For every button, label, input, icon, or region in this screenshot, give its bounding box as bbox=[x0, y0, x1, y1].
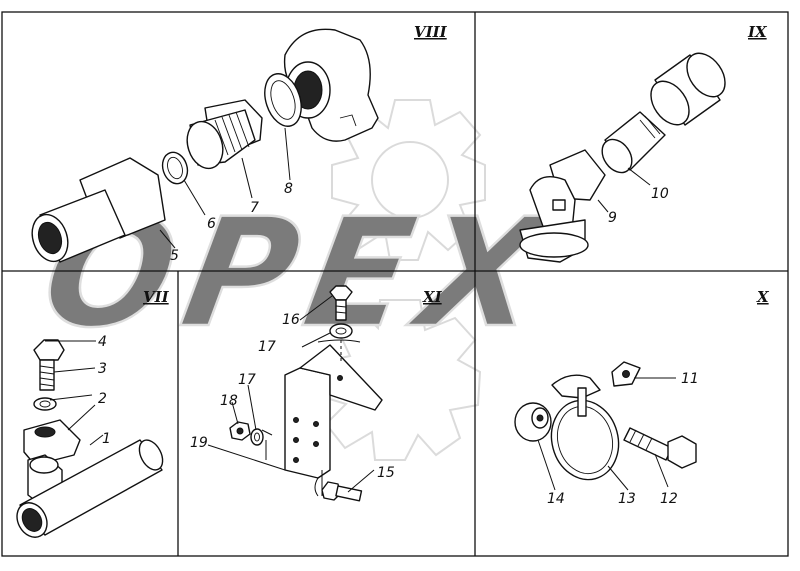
part-13-hose-clamp bbox=[550, 374, 620, 481]
part-3-washer bbox=[33, 397, 57, 411]
part-5-sleeve bbox=[31, 157, 166, 263]
callout-17-top: 17 bbox=[258, 339, 276, 355]
section-label-ix: IX bbox=[747, 23, 768, 41]
callout-15: 15 bbox=[377, 465, 395, 481]
section-label-vii: VII bbox=[143, 288, 170, 306]
assembly-leaders-xi bbox=[261, 339, 361, 497]
callout-4: 4 bbox=[98, 334, 107, 350]
part-6-ring bbox=[161, 151, 189, 185]
callout-16: 16 bbox=[282, 312, 300, 328]
part-8-housing bbox=[283, 28, 379, 142]
part-19-bracket bbox=[284, 344, 383, 479]
callout-17-side: 17 bbox=[238, 372, 256, 388]
callout-8: 8 bbox=[284, 181, 293, 197]
section-frame bbox=[1, 11, 789, 557]
section-label-xi: XI bbox=[422, 288, 443, 306]
callout-7: 7 bbox=[250, 200, 259, 216]
callout-5: 5 bbox=[170, 248, 179, 264]
callout-13: 13 bbox=[618, 491, 636, 507]
part-16-bolt bbox=[329, 285, 353, 321]
part-18-nut bbox=[229, 421, 251, 441]
callouts: 1 2 3 4 5 6 7 8 9 10 11 12 13 14 15 16 1… bbox=[98, 181, 699, 507]
callout-1: 1 bbox=[102, 431, 111, 447]
part-7-fitting bbox=[186, 99, 263, 170]
part-12-bolt bbox=[623, 427, 697, 469]
callout-6: 6 bbox=[207, 216, 216, 232]
callout-12: 12 bbox=[660, 491, 678, 507]
part-4-bolt bbox=[33, 339, 65, 391]
callout-10: 10 bbox=[651, 186, 669, 202]
part-17-washer-top bbox=[329, 323, 353, 339]
part-9-elbow bbox=[519, 149, 606, 263]
callout-leaders bbox=[45, 127, 676, 493]
part-2-clamp bbox=[23, 419, 81, 466]
part-11-washer bbox=[611, 361, 641, 387]
part-17-washer-side bbox=[250, 428, 264, 446]
callout-2: 2 bbox=[98, 391, 107, 407]
callout-18: 18 bbox=[220, 393, 238, 409]
callout-11: 11 bbox=[681, 371, 699, 387]
part-8-gasket bbox=[264, 73, 302, 127]
part-10-nipple bbox=[601, 111, 666, 174]
callout-9: 9 bbox=[608, 210, 617, 226]
part-15-bolt bbox=[321, 481, 363, 502]
callout-19: 19 bbox=[190, 435, 208, 451]
part-10-hose bbox=[650, 52, 726, 126]
section-label-viii: VIII bbox=[414, 23, 448, 41]
callout-3: 3 bbox=[98, 361, 107, 377]
callout-14: 14 bbox=[547, 491, 565, 507]
part-14-nut bbox=[514, 402, 552, 442]
section-label-x: X bbox=[756, 288, 770, 306]
part-1-pipe bbox=[16, 439, 164, 538]
